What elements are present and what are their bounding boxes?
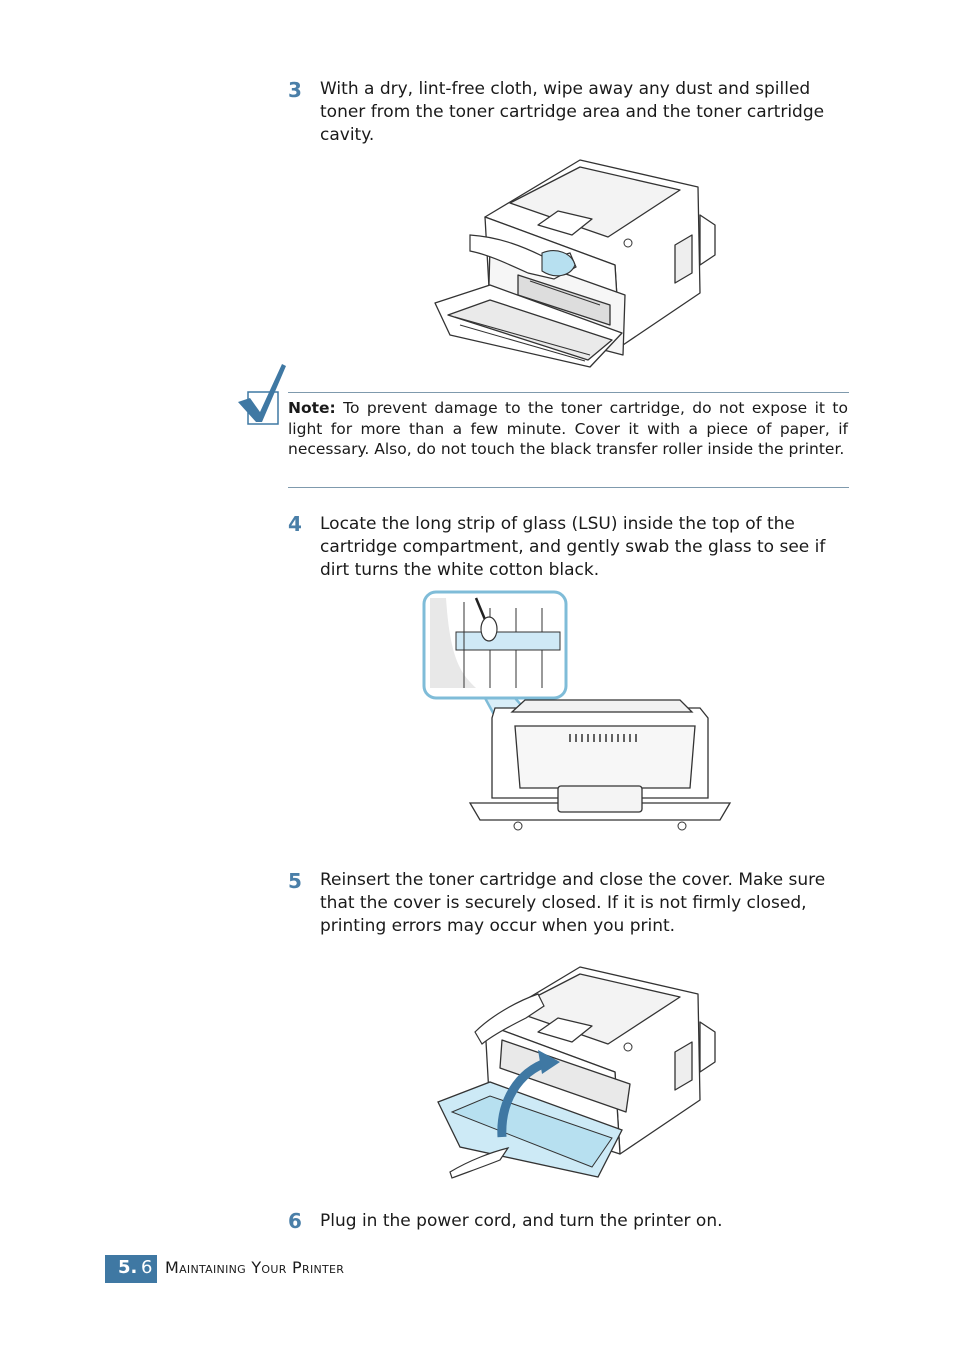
checkmark-note-icon: [238, 364, 286, 425]
lsu-glass-illustration: [422, 590, 732, 831]
note-bottom-rule: [288, 487, 849, 488]
printer-cleaning-illustration: [434, 159, 716, 368]
note-text: Note: To prevent damage to the toner car…: [288, 398, 848, 460]
chapter-number: 5.: [118, 1257, 138, 1278]
page-number: 6: [141, 1257, 153, 1278]
step-5-text: Reinsert the toner cartridge and close t…: [320, 870, 826, 936]
step-6-number: 6: [288, 1209, 302, 1233]
close-cover-illustration: [437, 966, 716, 1179]
note-body: To prevent damage to the toner cartridge…: [288, 399, 848, 458]
step-4-text: Locate the long strip of glass (LSU) ins…: [320, 514, 826, 580]
step-3-number: 3: [288, 78, 302, 102]
step-6-text: Plug in the power cord, and turn the pri…: [320, 1211, 723, 1231]
step-5-number: 5: [288, 869, 302, 893]
step-3-text: With a dry, lint-free cloth, wipe away a…: [320, 79, 825, 145]
note-top-rule: [288, 392, 849, 393]
step-4-number: 4: [288, 512, 302, 536]
note-label: Note:: [288, 399, 336, 417]
page-number-badge: 5. 6: [105, 1255, 157, 1281]
footer-rule: [105, 1281, 157, 1283]
chapter-title: Maintaining Your Printer: [165, 1258, 345, 1277]
